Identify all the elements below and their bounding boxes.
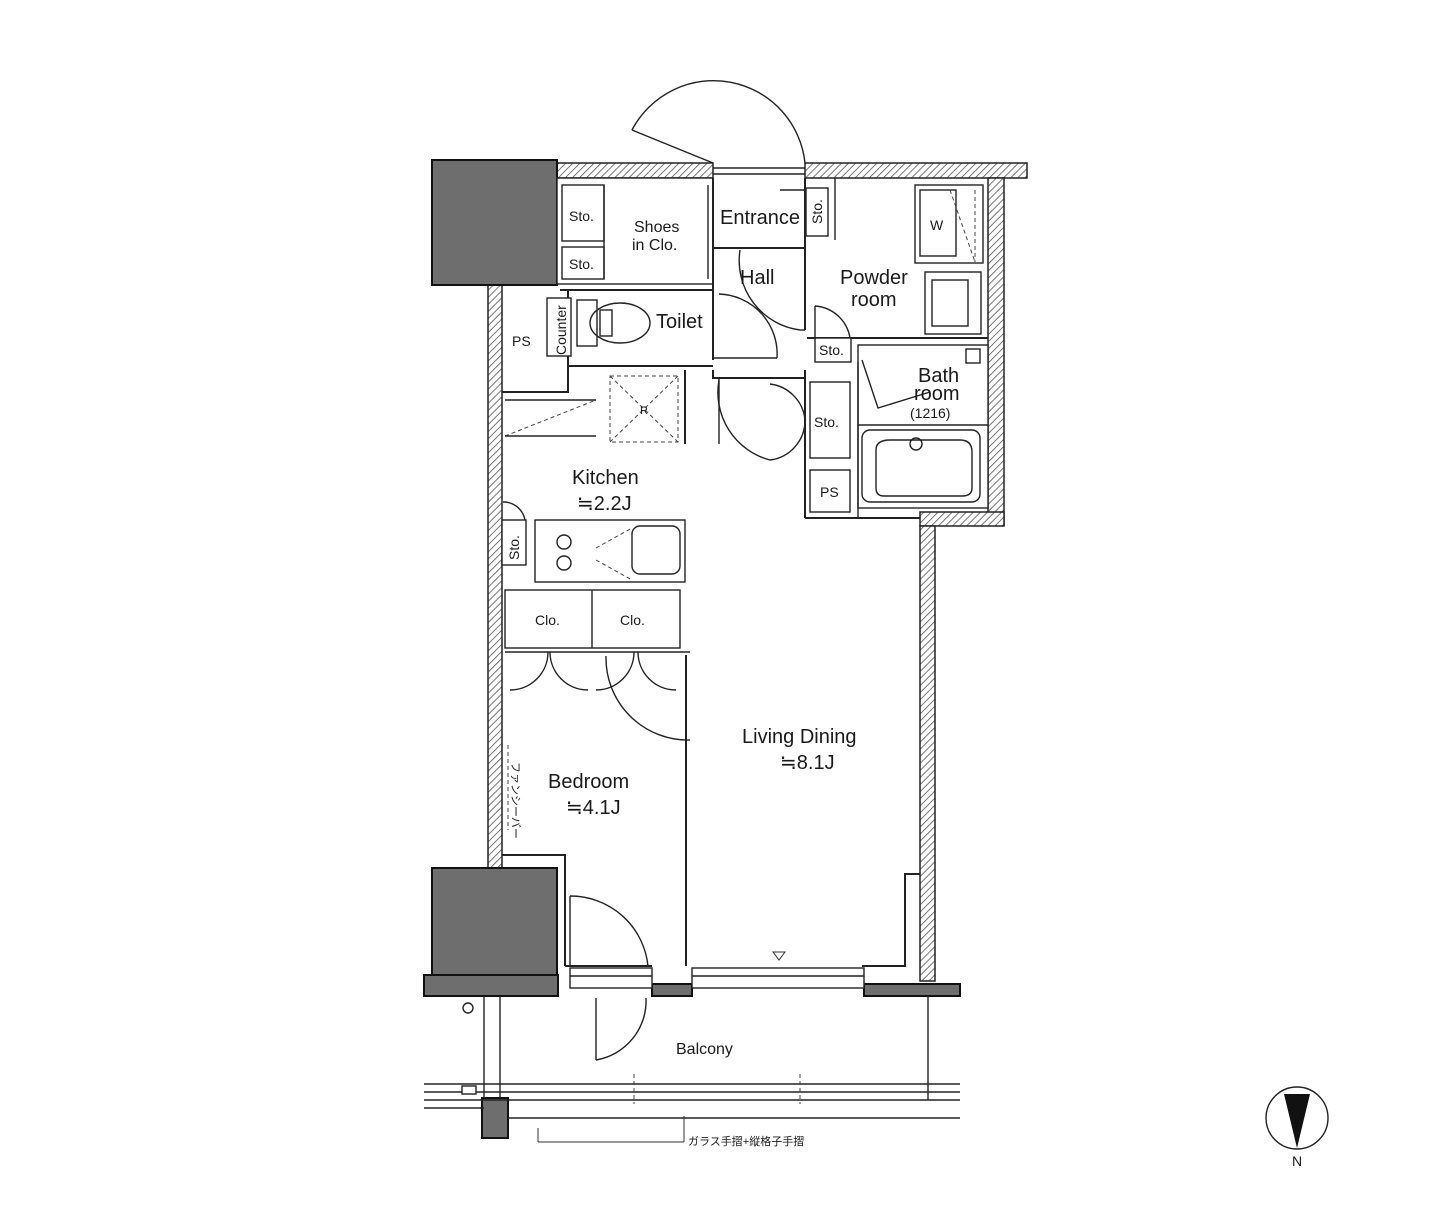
shoes-closet-label-2: in Clo.	[632, 237, 677, 254]
kitchen-label: Kitchen	[572, 467, 639, 489]
counter-label: Counter	[553, 305, 569, 355]
wall-stub-1	[651, 983, 693, 997]
entrance-label: Entrance	[720, 207, 800, 229]
entrance-door	[631, 79, 806, 175]
sto-1-label: Sto.	[569, 208, 594, 224]
closet-1-label: Clo.	[535, 612, 560, 628]
bedroom-label: Bedroom	[548, 771, 629, 793]
railing-note: ガラス手摺+縦格子手摺	[688, 1134, 804, 1148]
north-label: N	[1292, 1153, 1302, 1169]
balcony-post	[481, 1097, 509, 1139]
bath-room-label-2: room	[914, 383, 960, 405]
powder-room-label-2: room	[851, 289, 897, 311]
sto-powder-label: Sto.	[819, 342, 844, 358]
living-dining-area-label: ≒8.1J	[780, 752, 835, 774]
sto-entrance-label: Sto.	[809, 199, 825, 224]
ps-right-label: PS	[820, 484, 839, 500]
balcony-label: Balcony	[676, 1041, 733, 1058]
kitchen-area-label: ≒2.2J	[577, 493, 632, 515]
shoes-closet-label-1: Shoes	[634, 219, 679, 236]
closet-2-label: Clo.	[620, 612, 645, 628]
living-dining-label: Living Dining	[742, 726, 857, 748]
sto-kitchen-label: Sto.	[506, 535, 522, 560]
fan-bar-note: ファンシーバー	[509, 762, 522, 839]
toilet-label: Toilet	[656, 311, 703, 333]
column-top-left	[431, 159, 558, 286]
refrigerator-label: R	[640, 405, 648, 417]
powder-room-label-1: Powder	[840, 267, 908, 289]
sto-2-label: Sto.	[569, 256, 594, 272]
bedroom-area-label: ≒4.1J	[566, 797, 621, 819]
bath-room-label-1: Bath	[918, 365, 959, 387]
column-balcony	[423, 974, 559, 997]
washer-label: W	[930, 217, 944, 233]
wall-stub-2	[863, 983, 961, 997]
north-arrow	[1265, 1086, 1329, 1150]
sto-hall-label: Sto.	[814, 414, 839, 430]
hall-label: Hall	[740, 267, 774, 289]
ps-left-label: PS	[512, 333, 531, 349]
bath-size-label: (1216)	[910, 405, 950, 421]
